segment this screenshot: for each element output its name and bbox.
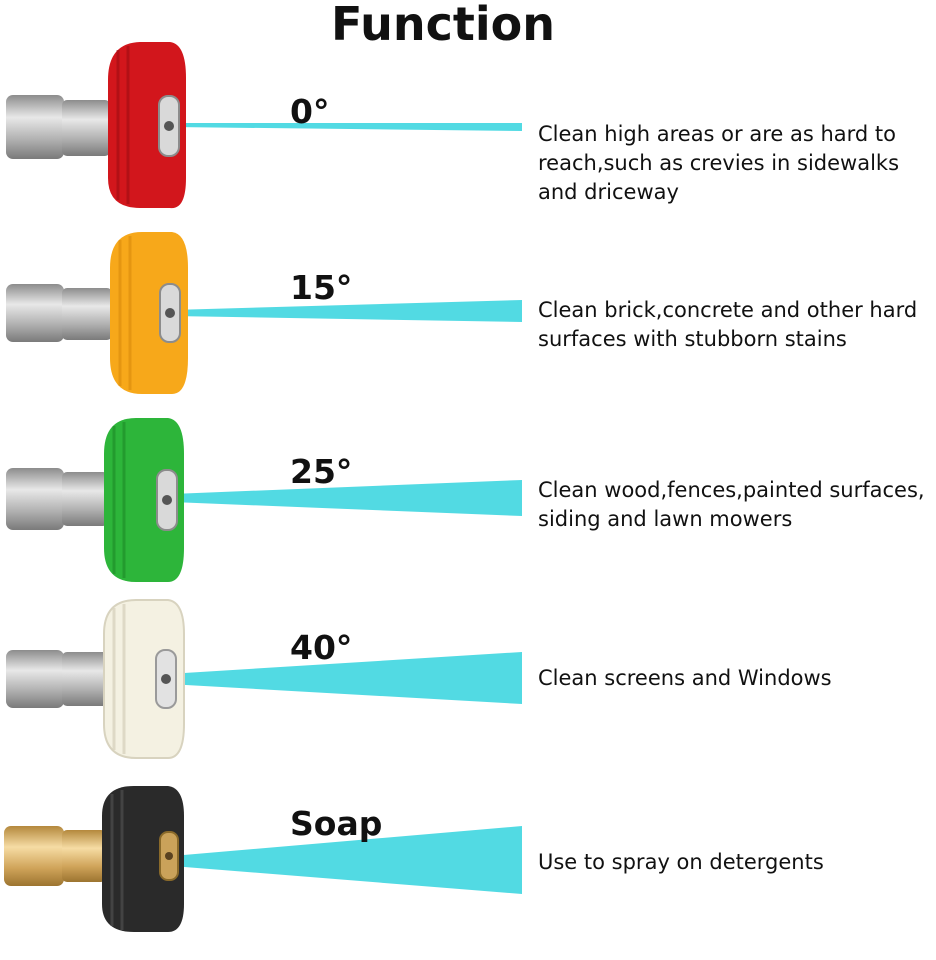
spray-beam [168,652,522,704]
spray-beam [172,480,522,516]
connector-body [4,826,64,886]
description-1: Clean brick,concrete and other hard surf… [538,298,918,351]
page-title: Function [330,0,555,51]
nozzle-graphic-3 [6,599,522,759]
nozzle-row-2: 25° Clean wood,fences,painted surfaces, … [0,412,936,592]
spray-beam [172,826,522,894]
nozzle-tip-ridges [112,604,126,754]
nozzle-graphic-4 [4,786,522,932]
connector-body [6,468,64,530]
connector-neck [62,472,108,526]
description-2: Clean wood,fences,painted surfaces, sidi… [538,478,925,531]
nozzle-tip-ridges [116,46,130,204]
nozzle-graphic-0 [6,42,522,209]
description-3: Clean screens and Windows [538,666,832,690]
connector-neck [62,830,106,882]
nozzle-row-0: 0° Clean high areas or are as hard to re… [0,38,936,218]
nozzle-tip-ridges [118,236,132,390]
nozzle-tip-ridges [110,790,124,930]
nozzle-graphic-2 [6,418,522,582]
spray-beam [172,123,522,131]
connector-neck [62,652,108,706]
nozzle-row-4: Soap Use to spray on detergents [0,780,936,960]
description-4: Use to spray on detergents [538,850,824,874]
angle-label-3: 40° [290,628,353,667]
nozzle-tip-ridges [112,422,126,578]
nozzle-graphic-1 [6,232,522,394]
connector-body [6,95,64,159]
connector-neck [62,100,110,156]
angle-label-1: 15° [290,268,353,307]
description-0: Clean high areas or are as hard to reach… [538,122,900,204]
nozzle-row-1: 15° Clean brick,concrete and other hard … [0,228,936,408]
connector-neck [62,288,112,340]
nozzle-row-3: 40° Clean screens and Windows [0,594,936,774]
connector-body [6,284,64,342]
angle-label-4: Soap [290,804,383,843]
connector-body [6,650,64,708]
spray-beam [172,300,522,322]
angle-label-0: 0° [290,92,330,131]
angle-label-2: 25° [290,452,353,491]
